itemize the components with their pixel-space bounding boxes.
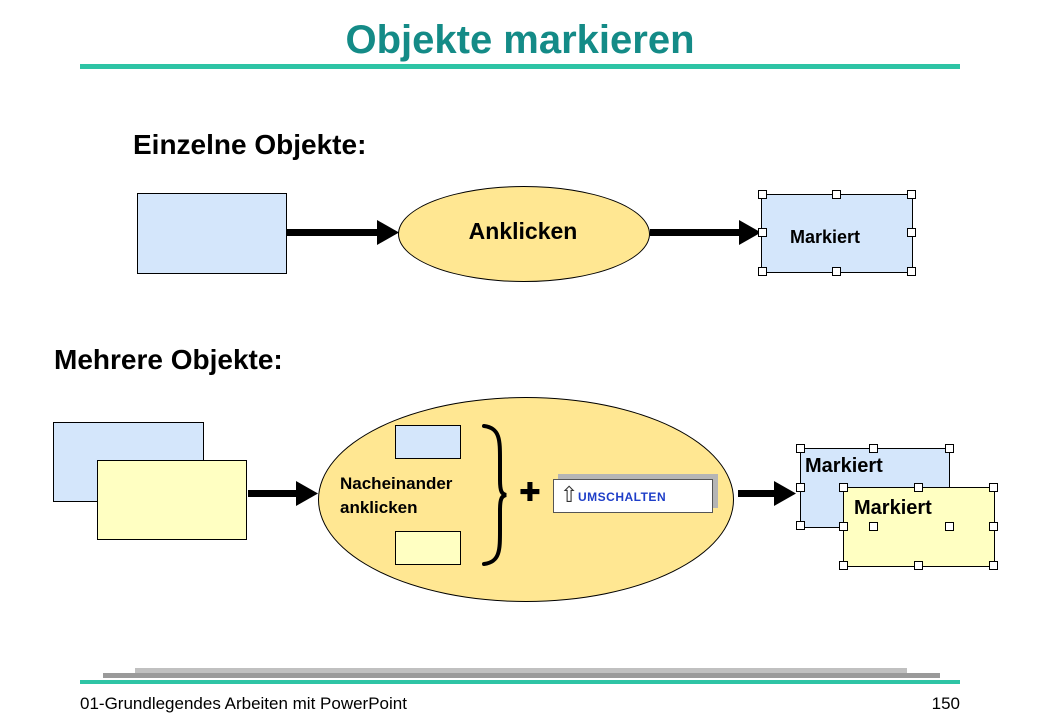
selection-handle <box>945 522 954 531</box>
shift-key: ⇧ UMSCHALTEN <box>553 479 713 513</box>
selection-handle <box>907 267 916 276</box>
selection-handle <box>796 444 805 453</box>
anklicken-ellipse <box>398 186 650 282</box>
slide-title: Objekte markieren <box>345 18 695 62</box>
selection-handle <box>945 444 954 453</box>
marked-label-1: Markiert <box>805 455 883 477</box>
footer-accent-rule <box>80 680 960 684</box>
selection-handle <box>869 522 878 531</box>
marked-label-2: Markiert <box>854 497 932 519</box>
footer-shadow-rule <box>135 668 907 673</box>
marked-label: Markiert <box>790 227 861 247</box>
selection-handle <box>914 483 923 492</box>
page-number: 150 <box>931 694 960 713</box>
selection-handle <box>839 561 848 570</box>
arrow-4-head <box>774 481 796 506</box>
arrow-2-shaft <box>650 229 741 236</box>
selection-handle <box>839 522 848 531</box>
selection-handle <box>832 267 841 276</box>
brace-icon <box>482 424 507 566</box>
selection-handle <box>907 190 916 199</box>
arrow-4-shaft <box>738 490 776 497</box>
heading-single-objects: Einzelne Objekte: <box>133 129 367 160</box>
selection-handle <box>989 561 998 570</box>
footer-course-title: 01-Grundlegendes Arbeiten mit PowerPoint <box>80 694 407 713</box>
marked-object-box: Markiert <box>761 194 913 273</box>
nacheinander-label-line2: anklicken <box>340 498 418 517</box>
anklicken-label: Anklicken <box>468 218 578 244</box>
selection-handle <box>758 228 767 237</box>
selection-handle <box>907 228 916 237</box>
selection-handle <box>989 522 998 531</box>
selection-handle <box>832 190 841 199</box>
plus-icon: ✚ <box>519 477 541 507</box>
arrow-2-head <box>739 220 761 245</box>
nacheinander-label: Nacheinander anklicken <box>340 472 452 520</box>
marked-object-box-yellow: Markiert <box>843 487 995 567</box>
shift-key-label: UMSCHALTEN <box>578 490 667 504</box>
nacheinander-label-line1: Nacheinander <box>340 474 453 493</box>
heading-multiple-objects: Mehrere Objekte: <box>54 344 283 375</box>
title-rule <box>80 64 960 69</box>
mini-box-blue <box>395 425 461 459</box>
selection-handle <box>796 483 805 492</box>
shift-arrow-icon: ⇧ <box>560 482 579 507</box>
source-object-box-yellow <box>97 460 247 540</box>
selection-handle <box>914 561 923 570</box>
selection-handle <box>869 444 878 453</box>
selection-handle <box>758 190 767 199</box>
selection-handle <box>758 267 767 276</box>
arrow-3-head <box>296 481 318 506</box>
arrow-3-shaft <box>248 490 298 497</box>
mini-box-yellow <box>395 531 461 565</box>
selection-handle <box>989 483 998 492</box>
selection-handle <box>796 521 805 530</box>
footer-gray-rule <box>103 673 940 678</box>
selection-handle <box>839 483 848 492</box>
source-object-box <box>137 193 287 274</box>
arrow-1-head <box>377 220 399 245</box>
arrow-1-shaft <box>287 229 379 236</box>
